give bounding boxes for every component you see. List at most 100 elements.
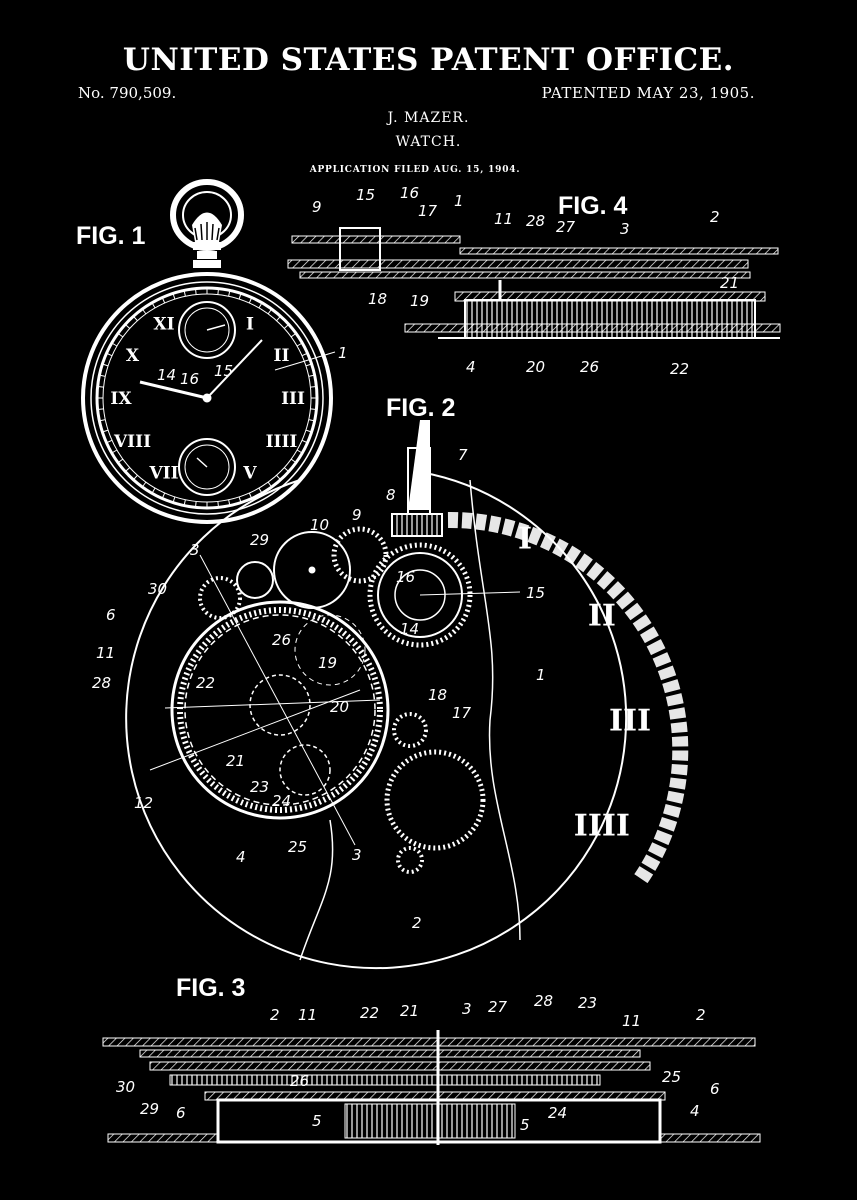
fig3-callout: 5 — [520, 1116, 530, 1134]
dial-tick — [258, 487, 263, 494]
dial-numeral: XI — [153, 314, 174, 334]
fig4-callout: 18 — [368, 290, 387, 308]
fig3-callout: 2 — [270, 1006, 280, 1024]
fig2-callout: 7 — [458, 446, 468, 464]
dial-tick — [97, 408, 104, 410]
fig2-callout: 3 — [352, 846, 362, 864]
inventor-name: J. MAZER. — [387, 110, 470, 126]
dial-tick — [248, 297, 253, 304]
fig2-callout: 9 — [352, 506, 362, 524]
dial-tick — [290, 332, 297, 338]
dial-tick — [161, 492, 166, 499]
fig3-callout: 21 — [400, 1002, 419, 1020]
fig2-callout: 1 — [536, 666, 546, 684]
dial-tick — [124, 324, 131, 329]
dial-numeral: I — [518, 522, 532, 557]
fig4-callout: 11 — [494, 210, 513, 228]
dial-tick — [296, 342, 303, 347]
fig2-callout: 23 — [250, 778, 269, 796]
dial-tick — [305, 363, 312, 367]
fig3-callout: 26 — [290, 1072, 309, 1090]
fig4-callout: 17 — [418, 202, 438, 220]
fig2-callout: 21 — [226, 752, 245, 770]
fig3-callout: 24 — [548, 1104, 567, 1122]
fig1-callout: 15 — [214, 362, 233, 380]
fig2-callout: 3 — [190, 541, 200, 559]
fig2-callout: 18 — [428, 686, 447, 704]
fig3-callout: 6 — [710, 1080, 720, 1098]
dial-tick — [238, 293, 242, 300]
fig2-callout: 25 — [288, 838, 307, 856]
fig2-callout: 12 — [134, 794, 153, 812]
dial-tick — [248, 492, 253, 499]
fig-3-cross-section — [102, 1030, 761, 1145]
dial-tick — [267, 481, 273, 488]
dial-tick — [161, 297, 166, 304]
fig2-callout: 16 — [396, 568, 415, 586]
fig3-callout: 28 — [534, 992, 553, 1010]
fig4-callout: 16 — [400, 184, 419, 202]
dial-tick — [172, 293, 176, 300]
dial-tick — [310, 386, 317, 388]
fig2-callout: 15 — [526, 584, 545, 602]
fig1-callout: 14 — [157, 366, 176, 384]
dial-numeral: IIII — [574, 809, 630, 844]
fig2-callout: 17 — [452, 704, 472, 722]
fig3-callout: 22 — [360, 1004, 379, 1022]
fig4-callout: 1 — [454, 192, 464, 210]
dial-tick — [111, 449, 118, 454]
dial-tick — [99, 419, 106, 422]
dial-tick — [106, 352, 113, 357]
dial-tick — [124, 467, 131, 472]
fig2-callout: 24 — [272, 792, 291, 810]
dial-tick — [276, 315, 281, 322]
fig3-callout: 30 — [116, 1078, 135, 1096]
callout-numbers: 1 14 16 15 7 8 10 9 29 30 6 3 11 28 22 2… — [92, 184, 739, 1134]
dial-tick — [305, 429, 312, 433]
fig-1-label: FIG. 1 — [76, 222, 146, 250]
fig-3-label: FIG. 3 — [176, 974, 246, 1002]
dial-tick — [97, 386, 104, 388]
fig4-callout: 9 — [312, 198, 322, 216]
fig2-callout: 22 — [196, 674, 215, 692]
dial-tick — [133, 474, 138, 481]
dial-numeral: II — [274, 346, 290, 366]
dial-tick — [290, 458, 297, 464]
dial-numeral: IX — [110, 389, 132, 409]
fig1-callout: 16 — [180, 370, 199, 388]
dial-numeral: I — [246, 314, 254, 334]
dial-tick — [141, 308, 147, 315]
fig2-callout: 11 — [96, 644, 115, 662]
dial-tick — [267, 308, 273, 315]
fig4-callout: 19 — [410, 292, 429, 310]
dial-numeral: VIII — [113, 432, 151, 452]
document-title: UNITED STATES PATENT OFFICE. — [122, 42, 735, 78]
dial-tick — [172, 496, 176, 503]
fig3-callout: 29 — [140, 1100, 159, 1118]
fig3-callout: 2 — [696, 1006, 706, 1024]
patent-date: PATENTED MAY 23, 1905. — [541, 84, 755, 102]
fig2-callout: 8 — [386, 486, 396, 504]
fig3-callout: 11 — [298, 1006, 317, 1024]
dial-tick — [301, 352, 308, 357]
invention-title: WATCH. — [395, 134, 462, 150]
patent-number: No. 790,509. — [78, 84, 177, 102]
dial-numeral: V — [242, 463, 257, 483]
fig4-callout: 4 — [466, 358, 476, 376]
dial-tick — [195, 501, 197, 508]
fig3-callout: 23 — [578, 994, 597, 1012]
dial-tick — [308, 374, 315, 377]
fig3-callout: 6 — [176, 1104, 186, 1122]
fig4-callout: 22 — [670, 360, 689, 378]
fig2-callout: 26 — [272, 631, 291, 649]
fig4-callout: 21 — [720, 274, 739, 292]
fig1-callout: 1 — [338, 344, 348, 362]
fig2-callout: 28 — [92, 674, 111, 692]
dial-tick — [183, 499, 186, 506]
fig2-callout: 30 — [148, 580, 167, 598]
dial-tick — [151, 487, 156, 494]
dial-tick — [283, 324, 290, 329]
fig2-callout: 29 — [250, 531, 269, 549]
